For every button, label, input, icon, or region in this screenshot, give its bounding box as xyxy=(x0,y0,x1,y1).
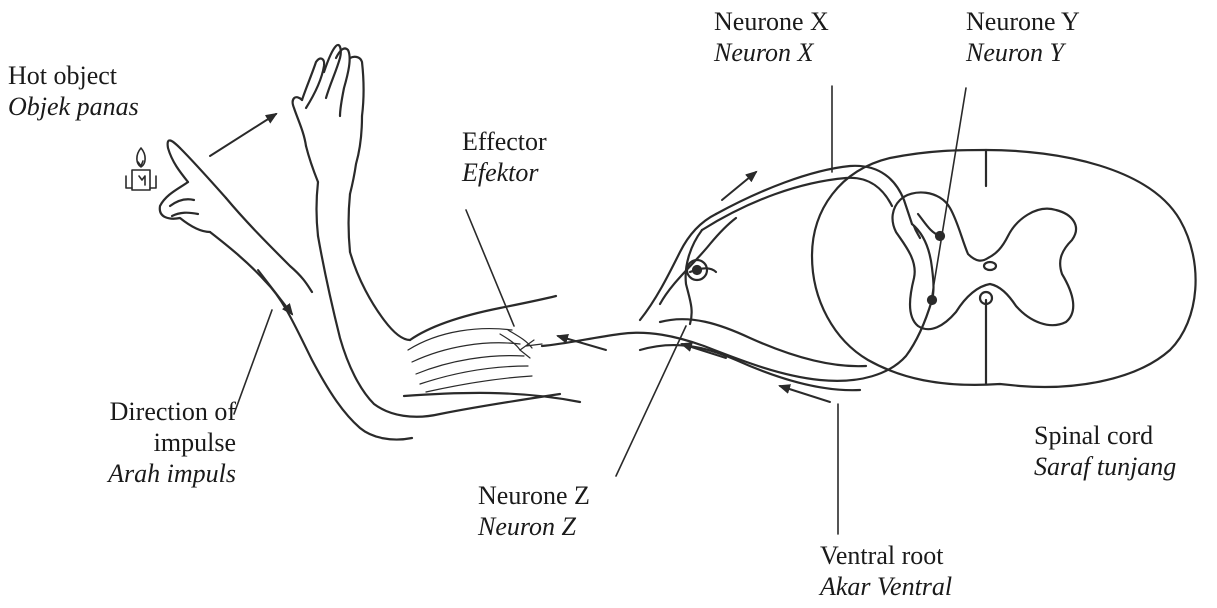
label-effector-ms: Efektor xyxy=(462,157,547,188)
label-spinal-cord: Spinal cord Saraf tunjang xyxy=(1034,420,1176,482)
label-direction-en-2: impulse xyxy=(60,427,236,458)
neurone-x xyxy=(702,166,920,238)
label-hot-object-en: Hot object xyxy=(8,60,139,91)
label-ventral-root-en: Ventral root xyxy=(820,540,952,571)
grey-matter xyxy=(893,192,1076,329)
label-neurone-y: Neurone Y Neuron Y xyxy=(966,6,1080,68)
label-neurone-z-ms: Neuron Z xyxy=(478,511,590,542)
label-neurone-y-ms: Neuron Y xyxy=(966,37,1080,68)
withdrawn-hand xyxy=(293,45,364,252)
label-neurone-y-en: Neurone Y xyxy=(966,6,1080,37)
label-spinal-cord-en: Spinal cord xyxy=(1034,420,1176,451)
label-hot-object: Hot object Objek panas xyxy=(8,60,139,122)
label-direction-en-1: Direction of xyxy=(60,396,236,427)
label-ventral-root-ms: Akar Ventral xyxy=(820,571,952,602)
label-neurone-x-en: Neurone X xyxy=(714,6,829,37)
label-effector-en: Effector xyxy=(462,126,547,157)
reaching-arm xyxy=(210,198,412,440)
label-direction-ms: Arah impuls xyxy=(60,458,236,489)
label-neurone-z: Neurone Z Neuron Z xyxy=(478,480,590,542)
label-ventral-root: Ventral root Akar Ventral xyxy=(820,540,952,602)
label-spinal-cord-ms: Saraf tunjang xyxy=(1034,451,1176,482)
label-effector: Effector Efektor xyxy=(462,126,547,188)
leader-lines xyxy=(234,86,966,534)
neurone-y xyxy=(912,214,944,304)
label-neurone-z-en: Neurone Z xyxy=(478,480,590,511)
neurone-z xyxy=(542,300,932,390)
effector-muscle xyxy=(408,329,542,392)
label-direction-of-impulse: Direction of impulse Arah impuls xyxy=(60,396,236,489)
spinal-cord xyxy=(812,150,1196,387)
raised-arm xyxy=(318,236,580,417)
reaching-hand xyxy=(160,140,226,232)
dorsal-root-ganglion xyxy=(640,214,736,324)
label-neurone-x: Neurone X Neuron X xyxy=(714,6,829,68)
label-neurone-x-ms: Neuron X xyxy=(714,37,829,68)
label-hot-object-ms: Objek panas xyxy=(8,91,139,122)
candle-icon xyxy=(126,148,156,190)
